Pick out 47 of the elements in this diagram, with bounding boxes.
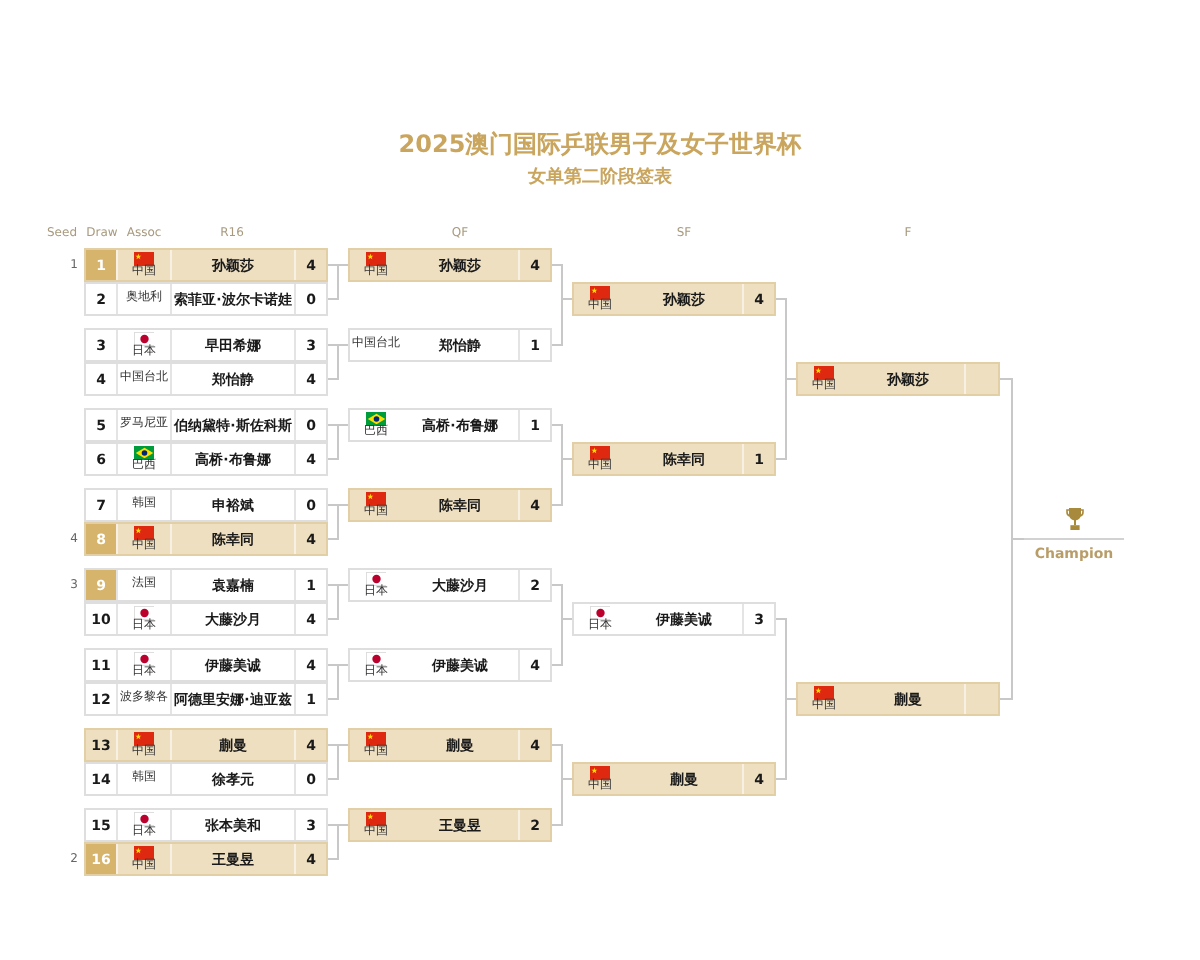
connector-line: [327, 584, 349, 620]
player-row: [348, 328, 552, 362]
connector-line: [327, 664, 349, 700]
connector-line: [327, 744, 349, 780]
connector-line: [551, 458, 573, 506]
player-row: [572, 602, 776, 636]
player-row: [84, 602, 328, 636]
player-row: [84, 248, 328, 282]
player-row: [572, 442, 776, 476]
subtitle: 女单第二阶段签表: [528, 164, 672, 190]
title: 2025澳门国际乒联男子及女子世界杯: [398, 128, 802, 162]
player-row: [84, 808, 328, 842]
player-row: [84, 442, 328, 476]
connector-line: [327, 264, 349, 300]
player-row: [796, 682, 1000, 716]
player-row: [572, 282, 776, 316]
player-row: [348, 648, 552, 682]
player-row: [84, 328, 328, 362]
player-row: [348, 408, 552, 442]
connector-line: [327, 344, 349, 380]
player-row: [84, 522, 328, 556]
player-row: [84, 282, 328, 316]
player-row: [348, 248, 552, 282]
connector-line: [551, 778, 573, 826]
player-row: [84, 568, 328, 602]
player-row: [84, 488, 328, 522]
connector-line: [327, 424, 349, 460]
player-row: [84, 728, 328, 762]
player-row: [796, 362, 1000, 396]
player-row: [348, 568, 552, 602]
connector-line: [775, 378, 797, 460]
player-row: [84, 682, 328, 716]
player-row: [572, 762, 776, 796]
player-row: [84, 842, 328, 876]
player-row: [84, 362, 328, 396]
player-row: [348, 728, 552, 762]
connector-line: [999, 538, 1025, 700]
connector-line: [327, 824, 349, 860]
player-row: [84, 408, 328, 442]
connector-line: [551, 618, 573, 666]
player-row: [348, 808, 552, 842]
player-row: [84, 762, 328, 796]
player-row: [84, 648, 328, 682]
player-row: [348, 488, 552, 522]
connector-line: [327, 504, 349, 540]
connector-line: [551, 298, 573, 346]
connector-line: [775, 698, 797, 780]
